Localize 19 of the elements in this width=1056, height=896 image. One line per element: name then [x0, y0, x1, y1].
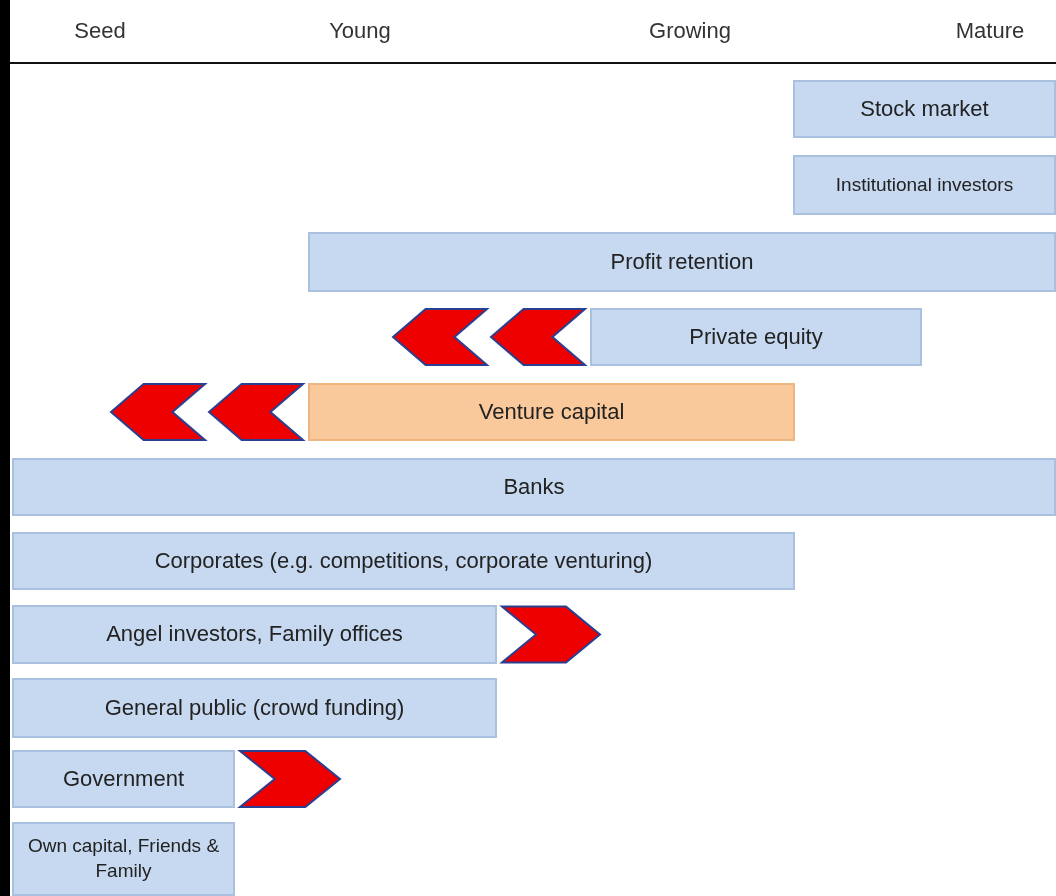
chevron-arrow [237, 750, 342, 808]
stage-label: Seed [74, 18, 126, 44]
funding-bar: Government [12, 750, 235, 808]
funding-bar: Venture capital [308, 383, 795, 441]
chevron-arrow [499, 605, 602, 664]
funding-bar: Stock market [793, 80, 1056, 138]
funding-bar: Institutional investors [793, 155, 1056, 215]
funding-bar: Own capital, Friends & Family [12, 822, 235, 896]
chevron-arrow [109, 383, 306, 441]
funding-bar: Angel investors, Family offices [12, 605, 497, 664]
chevron-arrow [391, 308, 588, 366]
funding-bar: Profit retention [308, 232, 1056, 292]
stage-label: Mature [955, 18, 1025, 44]
funding-bar: Banks [12, 458, 1056, 516]
stage-label: Young [329, 18, 391, 44]
funding-bar: Corporates (e.g. competitions, corporate venturing) [12, 532, 795, 590]
stage-label: Growing [649, 18, 731, 44]
funding-bar: Private equity [590, 308, 922, 366]
funding-bar: General public (crowd funding) [12, 678, 497, 738]
